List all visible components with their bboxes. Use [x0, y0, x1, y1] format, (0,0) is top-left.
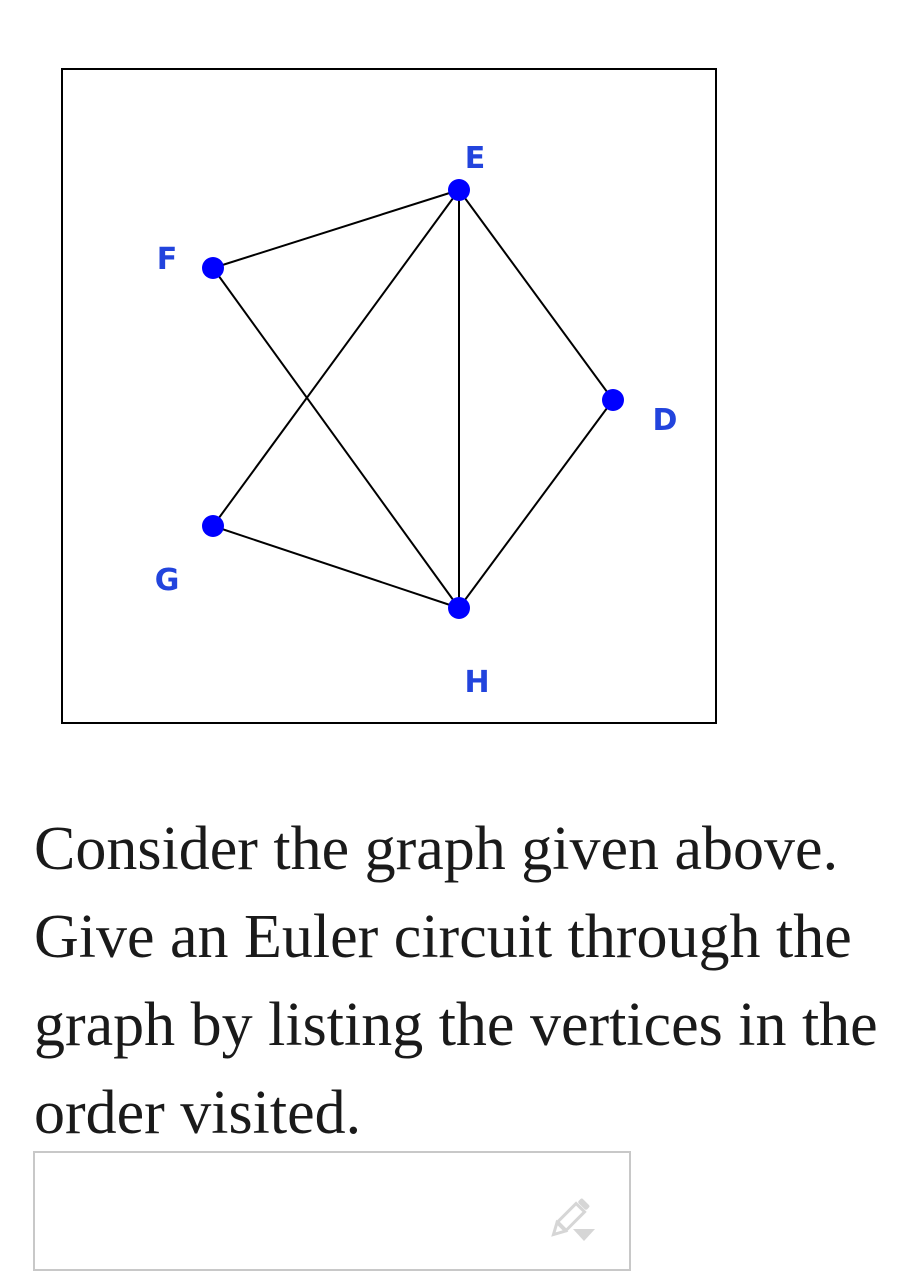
- edge-e-d: [458, 189, 614, 401]
- vertex-label-g: G: [155, 563, 180, 598]
- graph-figure: E F D G H: [61, 68, 717, 724]
- edge-d-h: [458, 399, 614, 609]
- edge-e-g: [212, 189, 460, 527]
- answer-input[interactable]: [33, 1151, 631, 1271]
- edge-f-h: [212, 267, 460, 609]
- vertex-label-h: H: [464, 665, 489, 700]
- edge-f-e: [212, 189, 460, 269]
- pencil-icon[interactable]: [539, 1189, 599, 1249]
- vertex-e: [448, 179, 470, 201]
- question-text: Consider the graph given above. Give an …: [34, 815, 878, 1147]
- vertex-h: [448, 597, 470, 619]
- vertex-label-e: E: [465, 141, 486, 176]
- vertex-g: [202, 515, 224, 537]
- vertex-f: [202, 257, 224, 279]
- graph-diagram: E F D G H: [155, 141, 678, 700]
- edge-g-h: [212, 525, 460, 609]
- vertex-label-f: F: [157, 242, 178, 277]
- vertex-label-d: D: [653, 403, 678, 438]
- vertex-d: [602, 389, 624, 411]
